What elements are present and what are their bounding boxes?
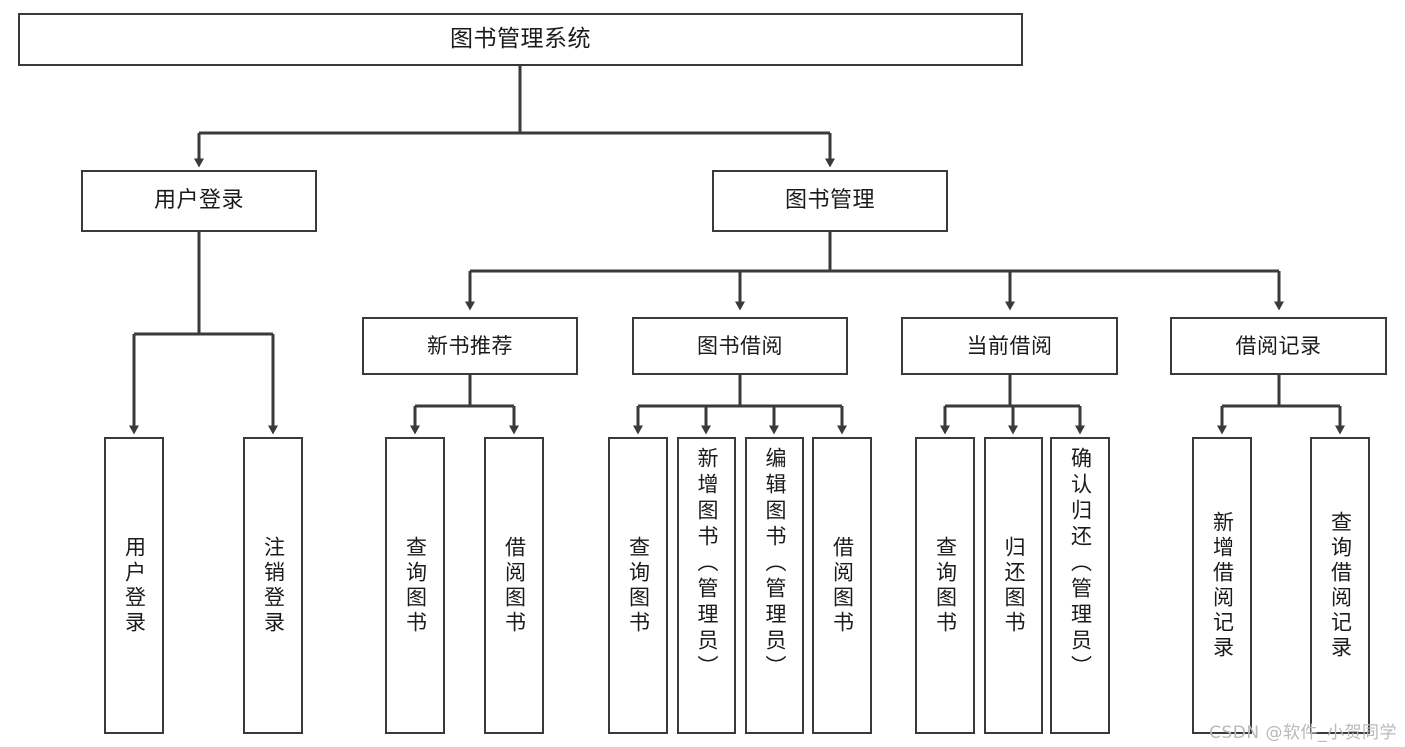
leaf-query-book-1-label: 查询图书 [403,535,428,636]
node-root-system[interactable]: 图书管理系统 [18,13,1023,66]
leaf-confirm-return-label: 确认归还（管理员） [1068,447,1093,681]
node-user-login[interactable]: 用户登录 [81,170,317,232]
leaf-borrow-book-2[interactable]: 借阅图书 [812,437,872,734]
leaf-query-book-3-label: 查询图书 [933,535,958,636]
node-new-book-recommend[interactable]: 新书推荐 [362,317,578,375]
node-book-manage[interactable]: 图书管理 [712,170,948,232]
leaf-query-book-2[interactable]: 查询图书 [608,437,668,734]
leaf-query-record-label: 查询借阅记录 [1328,510,1353,661]
leaf-user-login-label: 用户登录 [122,535,147,636]
leaf-add-book-label: 新增图书（管理员） [695,447,719,681]
leaf-return-book[interactable]: 归还图书 [984,437,1043,734]
leaf-add-book[interactable]: 新增图书（管理员） [677,437,736,734]
leaf-logout-login-label: 注销登录 [261,535,286,636]
node-book-borrow[interactable]: 图书借阅 [632,317,848,375]
leaf-confirm-return[interactable]: 确认归还（管理员） [1050,437,1110,734]
node-book-borrow-label: 图书借阅 [697,333,783,358]
leaf-user-login[interactable]: 用户登录 [104,437,164,734]
leaf-add-record-label: 新增借阅记录 [1210,510,1235,661]
leaf-query-book-3[interactable]: 查询图书 [915,437,975,734]
node-borrow-record[interactable]: 借阅记录 [1170,317,1387,375]
leaf-edit-book[interactable]: 编辑图书（管理员） [745,437,804,734]
leaf-add-record[interactable]: 新增借阅记录 [1192,437,1252,734]
node-book-manage-label: 图书管理 [784,188,875,214]
leaf-query-record[interactable]: 查询借阅记录 [1310,437,1370,734]
leaf-borrow-book-1[interactable]: 借阅图书 [484,437,544,734]
node-user-login-label: 用户登录 [153,188,244,214]
node-root-label: 图书管理系统 [450,25,591,52]
node-new-book-recommend-label: 新书推荐 [427,333,513,358]
node-current-borrow-label: 当前借阅 [966,333,1053,358]
leaf-edit-book-label: 编辑图书（管理员） [763,447,787,681]
leaf-query-book-2-label: 查询图书 [626,535,651,636]
node-borrow-record-label: 借阅记录 [1235,333,1322,358]
leaf-query-book-1[interactable]: 查询图书 [385,437,445,734]
node-current-borrow[interactable]: 当前借阅 [901,317,1118,375]
leaf-borrow-book-2-label: 借阅图书 [830,535,855,636]
leaf-borrow-book-1-label: 借阅图书 [502,535,527,636]
leaf-logout-login[interactable]: 注销登录 [243,437,303,734]
leaf-return-book-label: 归还图书 [1002,535,1026,636]
